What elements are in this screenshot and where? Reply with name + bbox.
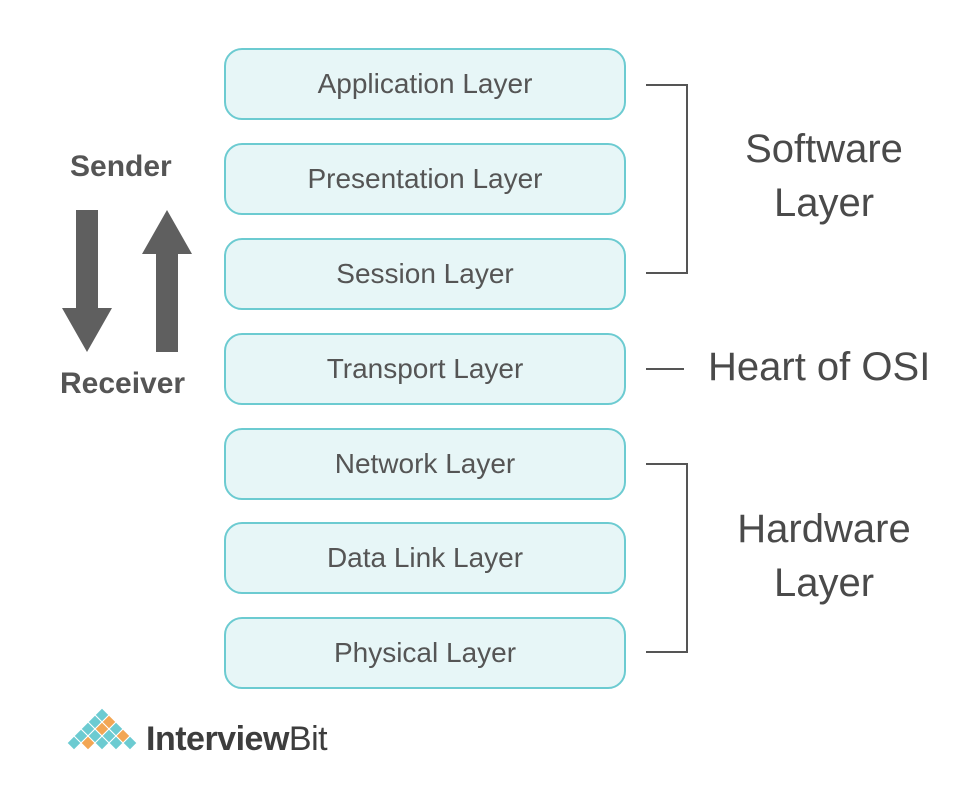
brand-name: InterviewBit xyxy=(146,720,328,759)
layer-transport: Transport Layer xyxy=(224,333,626,405)
interviewbit-logo-icon xyxy=(66,708,138,751)
hardware-label-line2: Layer xyxy=(773,561,875,605)
sender-label: Sender xyxy=(70,150,172,183)
heart-connector-line xyxy=(646,368,684,370)
heart-of-osi-label: Heart of OSI xyxy=(708,345,931,389)
layer-physical: Physical Layer xyxy=(224,617,626,689)
up-arrow-icon xyxy=(142,210,192,352)
layer-data-link: Data Link Layer xyxy=(224,522,626,594)
software-label-line1: Software xyxy=(745,127,903,171)
software-label-line2: Layer xyxy=(773,181,875,225)
brand-name-bold: Interview xyxy=(146,720,289,758)
software-layer-label: Software Layer xyxy=(724,122,924,230)
layer-network: Network Layer xyxy=(224,428,626,500)
layer-presentation: Presentation Layer xyxy=(224,143,626,215)
receiver-label: Receiver xyxy=(60,367,186,400)
down-arrow-icon xyxy=(62,210,112,352)
hardware-bracket xyxy=(646,463,688,653)
layer-session: Session Layer xyxy=(224,238,626,310)
software-bracket xyxy=(646,84,688,274)
hardware-label-line1: Hardware xyxy=(737,507,911,551)
brand-name-regular: Bit xyxy=(288,720,328,758)
layer-application: Application Layer xyxy=(224,48,626,120)
hardware-layer-label: Hardware Layer xyxy=(724,502,924,610)
